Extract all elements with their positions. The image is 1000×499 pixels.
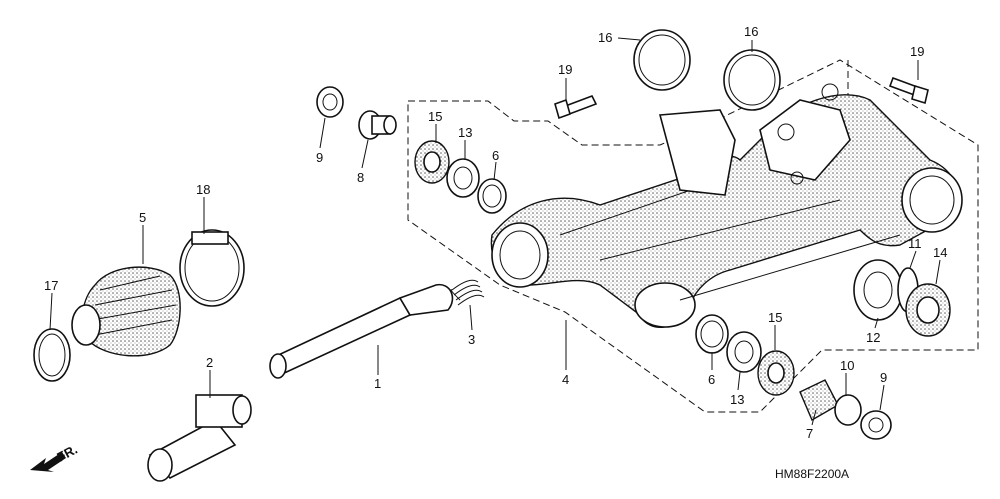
- ring: [834, 394, 862, 426]
- callout-15-top: 15: [428, 109, 442, 124]
- boot: [71, 266, 181, 357]
- bearing-bottom: [726, 331, 762, 373]
- callout-4: 4: [562, 372, 569, 387]
- callout-11: 11: [908, 236, 922, 251]
- front-direction-arrow-icon: [30, 452, 66, 472]
- callout-19-left: 19: [558, 62, 572, 77]
- bearing-holder: [853, 259, 903, 321]
- swingarm-body: [490, 83, 963, 328]
- callout-13-top: 13: [458, 125, 472, 140]
- callout-16-left: 16: [598, 30, 612, 45]
- callout-8: 8: [357, 170, 364, 185]
- spring: [450, 279, 485, 306]
- diagram-code: HM88F2200A: [775, 467, 849, 481]
- bolt-right: [888, 76, 929, 105]
- callout-19-right: 19: [910, 44, 924, 59]
- callout-5: 5: [139, 210, 146, 225]
- callout-12: 12: [866, 330, 880, 345]
- callout-13-bottom: 13: [730, 392, 744, 407]
- callout-9-bottom: 9: [880, 370, 887, 385]
- o-ring-right: [723, 49, 781, 111]
- callout-15-bottom: 15: [768, 310, 782, 325]
- boot-band: [179, 229, 245, 307]
- boot-small: [799, 379, 839, 422]
- band: [33, 328, 71, 382]
- callout-16-right: 16: [744, 24, 758, 39]
- callout-7: 7: [806, 426, 813, 441]
- callout-2: 2: [206, 355, 213, 370]
- callout-17: 17: [44, 278, 58, 293]
- leader-lines: [49, 37, 941, 426]
- callout-14: 14: [933, 245, 947, 260]
- o-ring-left: [633, 29, 691, 91]
- callout-9-top: 9: [316, 150, 323, 165]
- bearing-top: [446, 158, 480, 198]
- bolt-left: [554, 94, 598, 120]
- propeller-shaft: [269, 283, 454, 379]
- callout-1: 1: [374, 376, 381, 391]
- lock-nut-bottom: [860, 410, 892, 440]
- callout-6-top: 6: [492, 148, 499, 163]
- universal-joint: [147, 394, 252, 482]
- callout-6-bottom: 6: [708, 372, 715, 387]
- plug: [358, 110, 397, 140]
- lock-nut-top: [316, 86, 344, 118]
- callout-18: 18: [196, 182, 210, 197]
- callout-10: 10: [840, 358, 854, 373]
- assembly-boundary-swingarm: [407, 59, 979, 413]
- oil-seal-top: [477, 178, 507, 214]
- callout-3: 3: [468, 332, 475, 347]
